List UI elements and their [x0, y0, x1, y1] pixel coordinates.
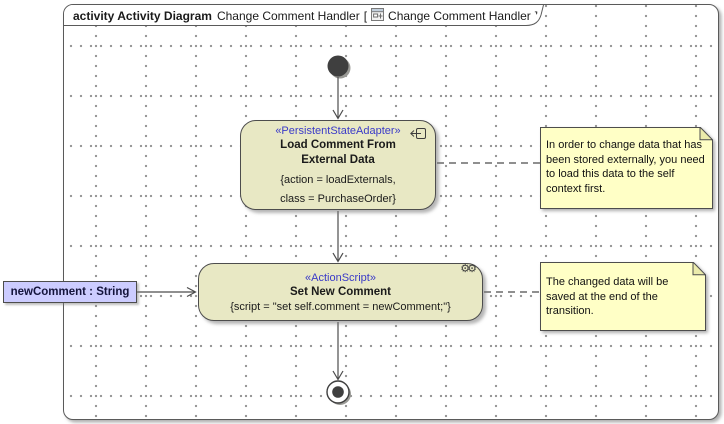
action-constraint: {script = "set self.comment = newComment… — [230, 300, 451, 313]
note-save-transition[interactable]: The changed data will be saved at the en… — [540, 260, 707, 331]
action-stereotype: «ActionScript» — [305, 271, 376, 284]
frame-bracket-open: [ — [363, 8, 368, 23]
activity-parameter-newcomment[interactable]: newComment : String — [3, 281, 137, 303]
frame-diagram-name: Change Comment Handler — [216, 8, 360, 23]
persistent-state-adapter-icon — [409, 126, 427, 141]
note-fold-corner — [692, 260, 707, 276]
action-load-comment[interactable]: «PersistentStateAdapter» Load Comment Fr… — [240, 120, 436, 210]
note-text: In order to change data that has been st… — [546, 139, 705, 195]
frame-ref-name: Change Comment Handler — [388, 8, 531, 23]
frame-keyword: activity Activity Diagram — [73, 8, 212, 23]
action-name: External Data — [301, 154, 375, 166]
note-fill — [541, 128, 712, 208]
action-set-new-comment[interactable]: ⚙⚙ «ActionScript» Set New Comment {scrip… — [198, 263, 483, 321]
action-name: Load Comment From — [280, 139, 396, 151]
action-name: Set New Comment — [290, 285, 391, 298]
parameter-label: newComment : String — [10, 286, 130, 298]
activity-diagram-icon — [371, 7, 385, 24]
action-stereotype: «PersistentStateAdapter» — [275, 125, 401, 137]
note-fill — [541, 263, 705, 330]
diagram-frame: activity Activity Diagram Change Comment… — [63, 4, 719, 420]
action-constraint: {action = loadExternals, — [280, 174, 396, 186]
frame-bracket-close: ] — [534, 8, 539, 23]
note-text: The changed data will be saved at the en… — [546, 276, 669, 317]
action-constraint: class = PurchaseOrder} — [280, 193, 396, 205]
frame-title-tab[interactable]: activity Activity Diagram Change Comment… — [64, 5, 545, 26]
note-fold-corner — [699, 125, 714, 141]
note-load-externally[interactable]: In order to change data that has been st… — [540, 125, 714, 209]
